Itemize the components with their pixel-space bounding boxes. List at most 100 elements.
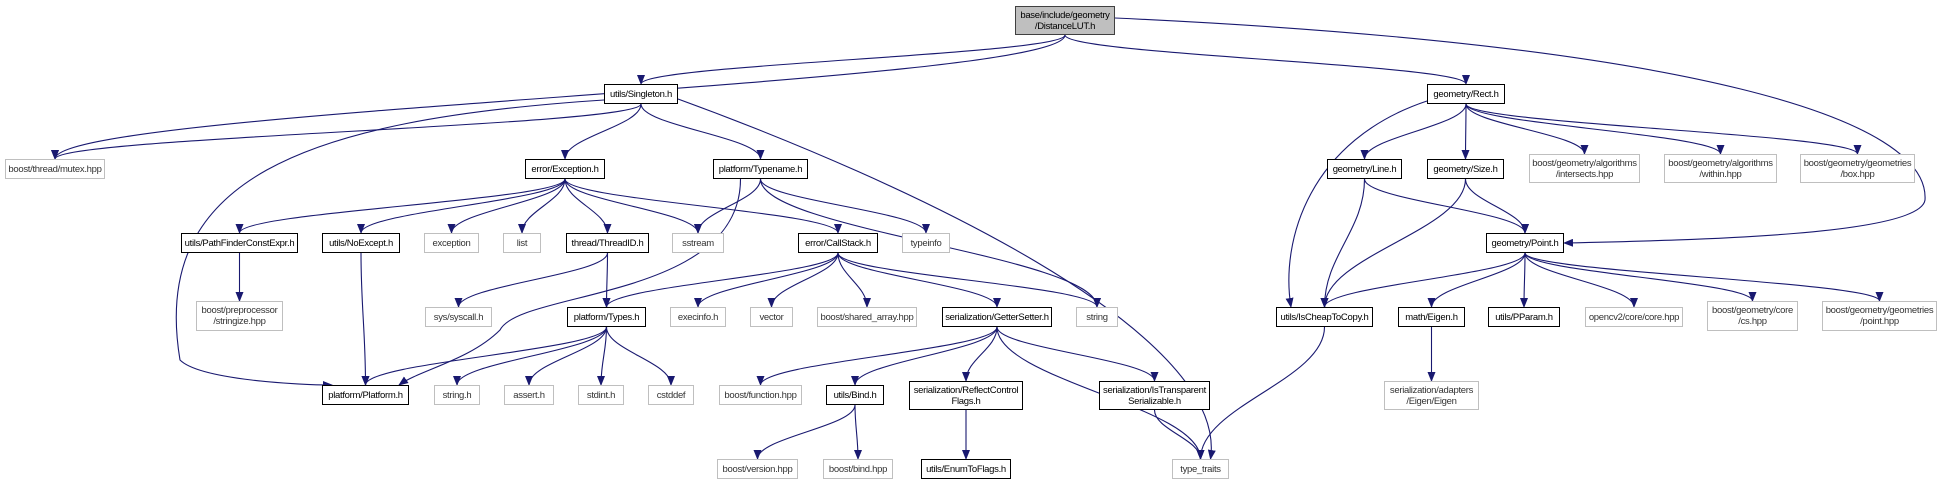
node-cstddef: cstddef: [648, 385, 694, 405]
edge-line-to-ischeap: [1320, 178, 1366, 308]
edge-singleton-to-exception_h: [561, 103, 642, 160]
node-within: boost/geometry/algorithms /within.hpp: [1664, 154, 1777, 183]
edge-gettersetter-to-reflect: [962, 326, 998, 382]
node-types[interactable]: platform/Types.h: [567, 307, 646, 327]
edge-point-to-cs: [1524, 252, 1757, 302]
node-function: boost/function.hpp: [719, 385, 802, 405]
node-version: boost/version.hpp: [717, 459, 798, 479]
node-string-h: string.h: [434, 385, 480, 405]
node-reflect[interactable]: serialization/ReflectControl Flags.h: [909, 381, 1023, 410]
edge-lut-to-singleton: [637, 34, 1066, 85]
node-list: list: [503, 233, 541, 253]
edge-point-to-opencv: [1524, 252, 1638, 308]
edge-rect-to-box: [1465, 103, 1862, 155]
edge-point-to-ischeap: [1320, 252, 1526, 308]
edge-threadid-to-syscall: [454, 252, 609, 308]
edge-rect-to-size: [1461, 103, 1470, 160]
node-sstream: sstream: [672, 233, 724, 253]
node-intersects: boost/geometry/algorithms /intersects.hp…: [1529, 154, 1640, 183]
node-assert-h: assert.h: [504, 385, 554, 405]
edge-callstack-to-shared_array: [837, 252, 871, 308]
edge-singleton-to-mutex: [51, 103, 642, 160]
node-stdint-h: stdint.h: [578, 385, 624, 405]
node-string: string: [1076, 307, 1118, 327]
edge-rect-to-intersects: [1465, 103, 1589, 155]
node-rect[interactable]: geometry/Rect.h: [1427, 84, 1505, 104]
edge-rect-to-within: [1465, 103, 1725, 155]
node-bind-h[interactable]: utils/Bind.h: [826, 385, 884, 405]
edge-point-to-pointhpp: [1524, 252, 1884, 302]
node-singleton[interactable]: utils/Singleton.h: [604, 84, 678, 104]
node-adapters: serialization/adapters /Eigen/Eigen: [1384, 381, 1479, 410]
node-eigen[interactable]: math/Eigen.h: [1398, 307, 1465, 327]
edge-gettersetter-to-bind_h: [851, 326, 998, 386]
node-exception-h[interactable]: error/Exception.h: [525, 159, 605, 179]
node-exception: exception: [424, 233, 479, 253]
edge-bind_h-to-version: [753, 404, 856, 460]
edge-callstack-to-gettersetter: [837, 252, 1001, 308]
edge-exception_h-to-sstream: [564, 178, 702, 234]
node-ischeap[interactable]: utils/IsCheapToCopy.h: [1276, 307, 1373, 327]
node-pointhpp: boost/geometry/geometries /point.hpp: [1822, 301, 1937, 331]
node-shared-array: boost/shared_array.hpp: [817, 307, 917, 327]
node-stringize: boost/preprocessor /stringize.hpp: [196, 301, 283, 331]
edge-types-to-stdint_h: [597, 326, 608, 386]
node-box: boost/geometry/geometries /box.hpp: [1800, 154, 1915, 183]
node-threadid[interactable]: thread/ThreadID.h: [566, 233, 649, 253]
edge-noexcept-to-platform: [360, 252, 370, 386]
node-line[interactable]: geometry/Line.h: [1327, 159, 1402, 179]
node-gettersetter[interactable]: serialization/GetterSetter.h: [942, 307, 1052, 327]
edge-typename-to-platform: [398, 178, 742, 386]
node-callstack[interactable]: error/CallStack.h: [798, 233, 878, 253]
node-execinfo: execinfo.h: [670, 307, 726, 327]
edge-callstack-to-types: [602, 252, 839, 308]
edge-gettersetter-to-function: [756, 326, 998, 386]
edge-gettersetter-to-type_traits: [996, 326, 1205, 460]
edge-typename-to-typeinfo: [759, 178, 930, 234]
node-type-traits: type_traits: [1172, 459, 1229, 479]
edge-exception_h-to-pathfinder: [235, 178, 566, 234]
edge-lut-to-rect: [1064, 34, 1470, 85]
node-cs: boost/geometry/core /cs.hpp: [1707, 301, 1798, 331]
node-typename[interactable]: platform/Typename.h: [713, 159, 808, 179]
edge-line-to-point: [1363, 178, 1529, 234]
edge-singleton-to-typename: [640, 103, 765, 160]
edge-istransparent-to-type_traits: [1153, 409, 1205, 460]
node-opencv: opencv2/core/core.hpp: [1585, 307, 1683, 327]
edge-types-to-cstddef: [605, 326, 675, 386]
edge-exception_h-to-noexcept: [357, 178, 566, 234]
node-noexcept[interactable]: utils/NoExcept.h: [322, 233, 400, 253]
node-typeinfo: typeinfo: [902, 233, 950, 253]
node-enumtoflags[interactable]: utils/EnumToFlags.h: [921, 459, 1011, 479]
edge-callstack-to-execinfo: [694, 252, 839, 308]
edge-rect-to-ischeap: [1285, 100, 1428, 308]
edge-exception_h-to-callstack: [564, 178, 842, 234]
edge-callstack-to-string: [837, 252, 1101, 308]
node-vector: vector: [750, 307, 793, 327]
node-bind-hpp: boost/bind.hpp: [823, 459, 893, 479]
edge-point-to-pparam: [1520, 252, 1529, 308]
node-pathfinder[interactable]: utils/PathFinderConstExpr.h: [181, 233, 298, 253]
node-point[interactable]: geometry/Point.h: [1486, 233, 1564, 253]
edge-types-to-platform: [361, 326, 608, 386]
edge-bind_h-to-bind_hpp: [853, 404, 862, 460]
edge-ischeap-to-type_traits: [1196, 326, 1326, 460]
node-platform[interactable]: platform/Platform.h: [322, 385, 409, 405]
edge-size-to-point: [1464, 178, 1529, 234]
edge-typename-to-sstream: [694, 178, 762, 234]
node-lut: base/include/geometry /DistanceLUT.h: [1015, 6, 1115, 35]
edge-singleton-to-platform: [175, 99, 605, 389]
edge-exception_h-to-exception: [447, 178, 566, 234]
node-pparam[interactable]: utils/PParam.h: [1488, 307, 1560, 327]
edge-types-to-assert_h: [525, 326, 608, 386]
node-size[interactable]: geometry/Size.h: [1427, 159, 1504, 179]
edge-threadid-to-types: [602, 252, 611, 308]
edge-types-to-string_h: [453, 326, 608, 386]
edge-size-to-ischeap: [1320, 178, 1467, 308]
edge-rect-to-line: [1360, 103, 1467, 160]
node-istransparent[interactable]: serialization/IsTransparent Serializable…: [1099, 381, 1210, 410]
node-syscall: sys/syscall.h: [425, 307, 492, 327]
edge-callstack-to-vector: [767, 252, 839, 308]
